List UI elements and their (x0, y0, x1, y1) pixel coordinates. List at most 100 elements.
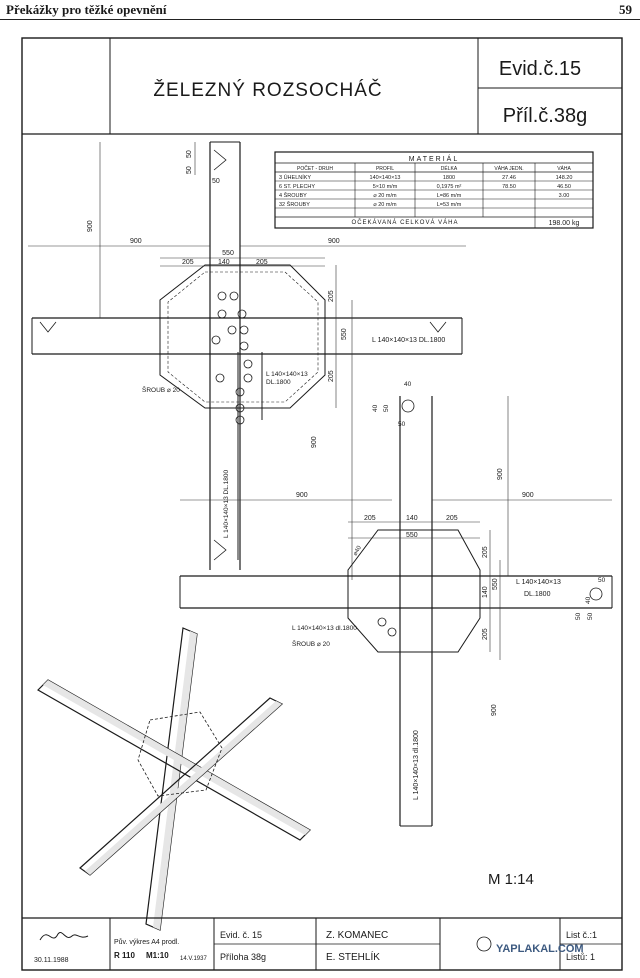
bolt-icon (243, 373, 253, 383)
bolt-group (211, 291, 253, 425)
running-header: Překážky pro těžké opevnění 59 (0, 0, 640, 18)
priloha-number: Příl.č.38g (503, 105, 587, 127)
table-cell: 140×140×13 (370, 175, 401, 181)
dim-label: 900 (522, 492, 534, 499)
table-cell: 3.00 (559, 193, 570, 199)
table-cell: 46.50 (557, 184, 571, 190)
footer-date: 14.V.1937 (180, 956, 207, 962)
label-bolt: ŠROUB ⌀ 20 (142, 385, 180, 394)
dim-label: 205 (328, 290, 335, 302)
bolt-icon (229, 291, 239, 301)
table-col-header: VÁHA JEDN. (494, 165, 523, 172)
lower-view: 40 40 50 50 900 900 205 140 205 550 205 … (179, 381, 613, 827)
hole-icon (401, 399, 415, 413)
label-angle: DL.1800 (266, 379, 291, 386)
dim-label: 550 (492, 578, 499, 590)
watermark-logo-icon (476, 936, 492, 952)
table-cell: 1800 (443, 175, 455, 181)
dim-label: 50 (186, 150, 193, 158)
footer-evid: Evid. č. 15 (220, 930, 262, 940)
dim-label: 40 (372, 404, 379, 412)
running-header-title: Překážky pro těžké opevnění (6, 2, 167, 17)
bolt-icon (235, 387, 245, 397)
table-col-header: VÁHA (557, 165, 571, 172)
table-total-label: OČEKÁVANÁ CELKOVÁ VÁHA (352, 219, 459, 226)
dim-label: ⌀40 (353, 545, 364, 557)
iso-gusset (137, 711, 223, 797)
footer-priloha: Příloha 38g (220, 952, 266, 962)
bolt-icon (217, 309, 227, 319)
label-angle: L 140×140×13 DL.1800 (372, 337, 445, 344)
label-angle: L 140×140×13 (266, 371, 308, 378)
dim-label: 50 (587, 612, 594, 620)
upper-view: 50 50 50 900 900 900 550 205 140 205 205… (28, 141, 466, 580)
dim-label: 140 (482, 586, 489, 598)
bolt-icon (377, 617, 387, 627)
footer-author: Z. KOMANEC (326, 930, 388, 941)
dim-label: 900 (497, 468, 504, 480)
footer-note: M1:10 (146, 951, 169, 960)
dim-label: 140 (406, 515, 418, 522)
dim-label: 900 (296, 492, 308, 499)
label-bolt: ŠROUB ⌀ 20 (292, 639, 330, 648)
header-rule (0, 19, 640, 20)
bolt-icon (217, 291, 227, 301)
bar-notch (213, 539, 227, 561)
dim-label: 50 (212, 178, 220, 185)
table-cell: ⌀ 20 m/m (373, 202, 397, 208)
dim-label: 205 (256, 259, 268, 266)
dim-label: 550 (406, 532, 418, 539)
footer-note: R 110 (114, 951, 135, 960)
table-cell: L=53 m/m (437, 202, 462, 208)
drawing-title: ŽELEZNÝ ROZSOCHÁČ (153, 79, 382, 101)
bolt-icon (237, 309, 247, 319)
iso-bar-shade (85, 701, 282, 875)
signature (39, 932, 89, 941)
table-cell: 78.50 (502, 184, 516, 190)
dim-label: 900 (311, 436, 318, 448)
table-cell: 27.46 (502, 175, 516, 181)
dim-label: 900 (130, 238, 142, 245)
material-table: MATERIÁL POČET - DRUH PROFIL DÉLKA VÁHA … (274, 151, 594, 229)
sheet-border (21, 37, 623, 971)
iso-bar-shade (153, 631, 197, 930)
dim-label: 900 (328, 238, 340, 245)
table-col-header: PROFIL (376, 166, 394, 172)
table-cell: 148.20 (556, 175, 573, 181)
isometric-view (37, 627, 311, 931)
dim-label: 900 (87, 220, 94, 232)
table-total-value: 198.00 kg (549, 220, 580, 227)
bolt-icon (235, 403, 245, 413)
bolt-icon (215, 373, 225, 383)
dim-label: 205 (328, 370, 335, 382)
hole-icon (589, 587, 603, 601)
footer-block: 30.11.1988 Pův. výkres A4 prodl. R 110 M… (22, 917, 622, 970)
dim-label: 205 (364, 515, 376, 522)
footer-author: E. STEHLÍK (326, 950, 380, 963)
bolt-icon (227, 325, 237, 335)
table-cell: ⌀ 20 m/m (373, 193, 397, 199)
label-angle: L 140×140×13 DL.1800 (223, 470, 230, 538)
label-angle: L 140×140×13 dl.1800 (413, 730, 420, 800)
dim-label: 900 (491, 704, 498, 716)
bolt-icon (239, 341, 249, 351)
bolt-icon (211, 335, 221, 345)
dim-label: 50 (186, 166, 193, 174)
dim-label: 40 (585, 596, 592, 604)
label-angle: DL.1800 (524, 591, 551, 598)
gusset-plate-inner (167, 271, 319, 403)
dim-label: 50 (383, 404, 390, 412)
table-cell: 32 ŠROUBY (279, 201, 310, 208)
gusset-plate (347, 529, 481, 653)
gusset-plate (159, 264, 326, 409)
evid-number: Evid.č.15 (499, 58, 581, 80)
dim-label: 205 (446, 515, 458, 522)
table-cell: 6 ST. PLECHY (279, 184, 315, 190)
bolt-icon (235, 415, 245, 425)
dim-label: 50 (598, 577, 606, 584)
scale-label: M 1:14 (488, 871, 534, 888)
bolt-icon (239, 325, 249, 335)
bar-notch (213, 149, 227, 171)
dim-label: 40 (404, 381, 412, 388)
